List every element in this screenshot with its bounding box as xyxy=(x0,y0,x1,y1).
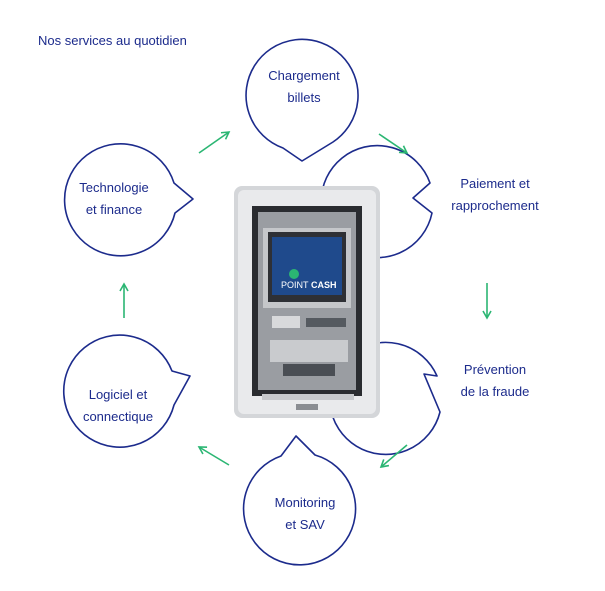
atm-brand-point: POINT xyxy=(281,280,309,290)
arrow-top-right xyxy=(378,133,409,154)
arrow-top-left xyxy=(198,131,231,154)
atm-illustration: POINT CASH xyxy=(234,186,380,418)
pointcash-logo-icon xyxy=(289,269,299,279)
bubble-technologie xyxy=(63,143,194,257)
page-heading: Nos services au quotidien xyxy=(38,33,187,48)
arrow-bottom-left xyxy=(197,446,230,466)
atm-brand-cash: CASH xyxy=(311,280,337,290)
bubble-logiciel xyxy=(62,334,191,448)
arrow-bottom-right xyxy=(379,444,408,469)
bubble-chargement xyxy=(245,38,359,162)
bubble-monitoring xyxy=(242,435,357,566)
